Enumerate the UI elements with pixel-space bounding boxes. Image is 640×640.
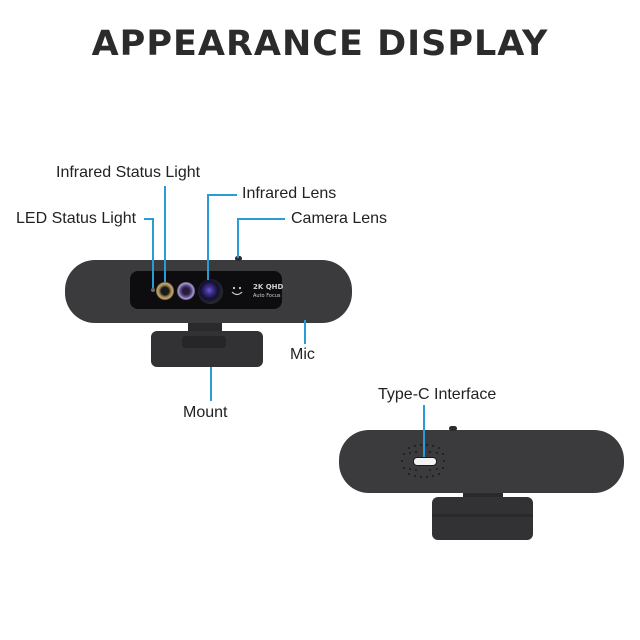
rear-top-button bbox=[449, 426, 457, 431]
leader-infrared-status-light bbox=[164, 186, 166, 282]
label-led-status-light: LED Status Light bbox=[16, 210, 137, 227]
label-infrared-lens: Infrared Lens bbox=[242, 185, 337, 202]
leader-type-c bbox=[423, 405, 425, 457]
leader-led-status-h bbox=[144, 218, 154, 220]
infrared-lens bbox=[177, 282, 195, 300]
leader-camera-lens-v bbox=[237, 218, 239, 258]
label-mount: Mount bbox=[183, 404, 228, 421]
webcam-body-rear bbox=[339, 430, 624, 493]
camera-lens bbox=[198, 279, 223, 304]
mount-hinge bbox=[182, 336, 226, 348]
smile-icon bbox=[231, 286, 243, 296]
rear-mount-groove bbox=[432, 514, 533, 517]
speaker-grille bbox=[398, 443, 448, 479]
led-status-light bbox=[151, 288, 155, 292]
label-type-c-interface: Type-C Interface bbox=[378, 386, 497, 403]
mic-hole bbox=[235, 256, 242, 261]
label-camera-lens: Camera Lens bbox=[291, 210, 388, 227]
leader-infrared-lens-h bbox=[207, 194, 237, 196]
leader-infrared-lens-v bbox=[207, 194, 209, 280]
rear-mount-block bbox=[432, 497, 533, 540]
leader-led-status-v bbox=[152, 218, 154, 288]
infrared-status-light bbox=[156, 282, 174, 300]
leader-mount bbox=[210, 367, 212, 401]
leader-mic bbox=[304, 320, 306, 344]
badge-autofocus: Auto Focus bbox=[253, 293, 281, 299]
label-mic: Mic bbox=[290, 346, 315, 363]
badge-2k-qhd: 2K QHD bbox=[253, 283, 284, 291]
type-c-port bbox=[413, 457, 437, 466]
page-title: APPEARANCE DISPLAY bbox=[91, 24, 549, 64]
label-infrared-status-light: Infrared Status Light bbox=[56, 164, 201, 181]
leader-camera-lens-h bbox=[237, 218, 285, 220]
